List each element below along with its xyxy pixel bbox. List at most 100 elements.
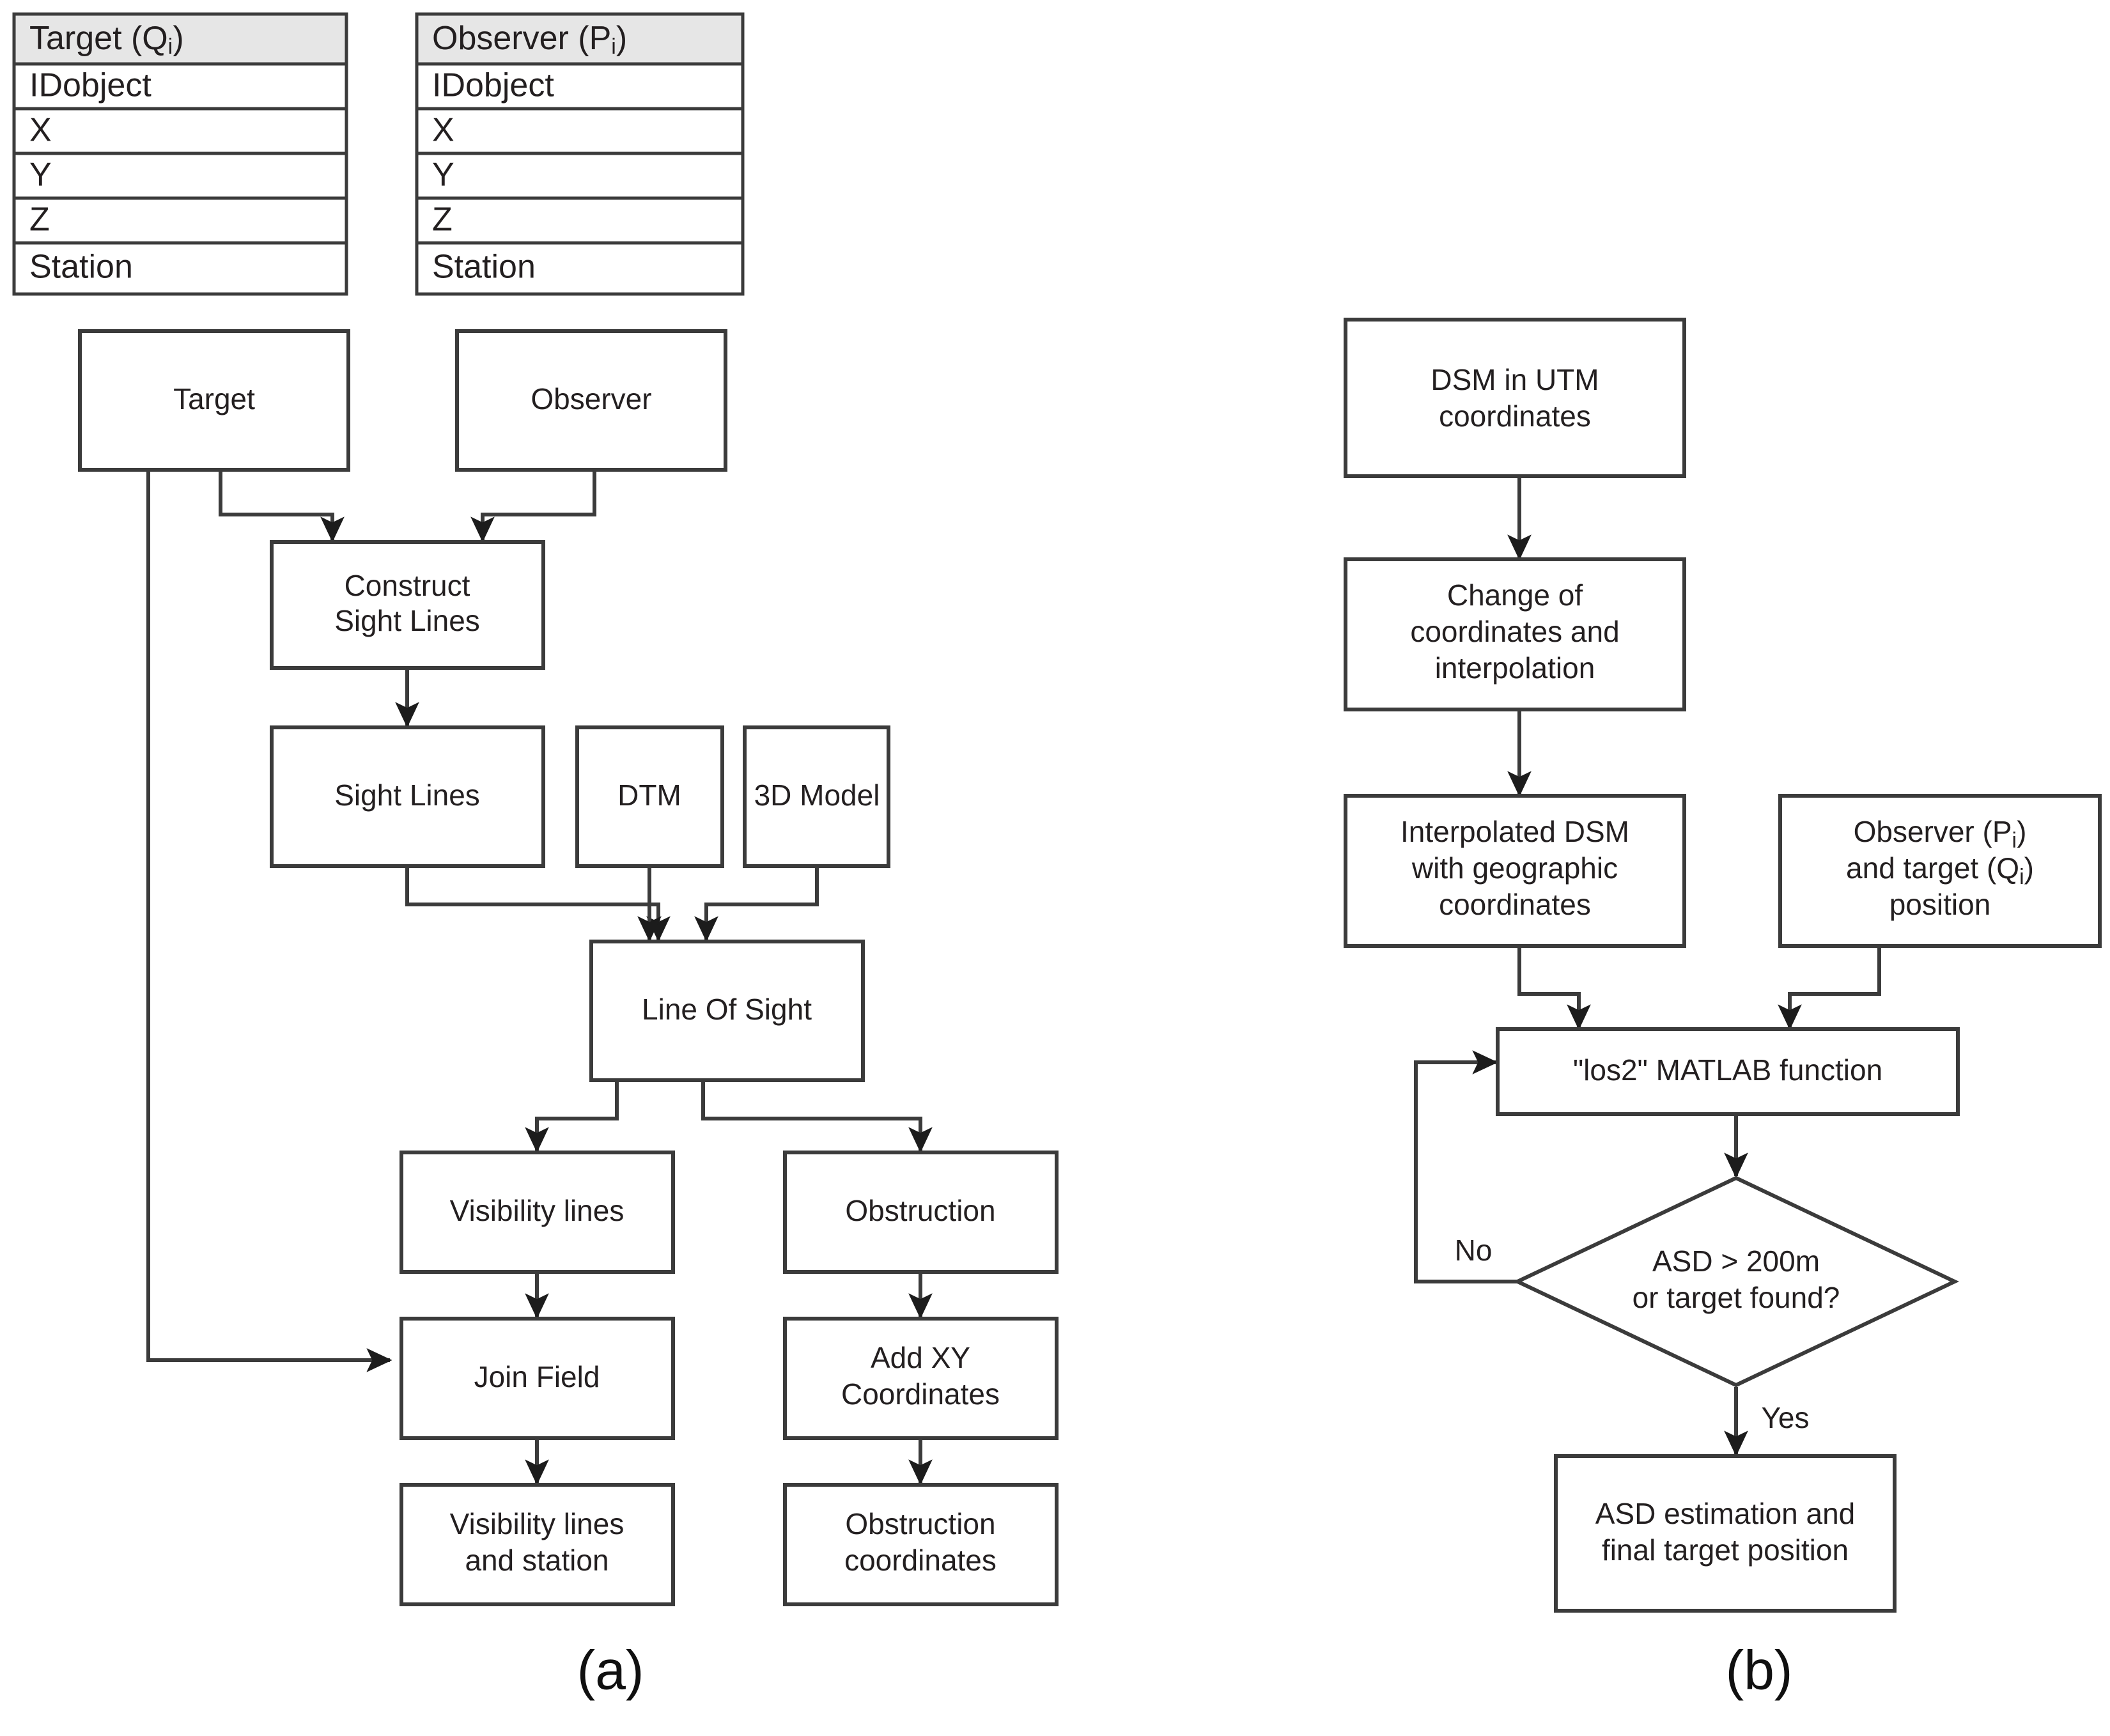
- node-add-xy-coordinates[interactable]: Add XY Coordinates: [783, 1317, 1059, 1440]
- panel-a-caption: (a): [577, 1640, 644, 1701]
- asd-estimation-box[interactable]: [1554, 1454, 1897, 1613]
- change-label-line2: coordinates and: [1410, 615, 1619, 648]
- node-visibility-lines-and-station[interactable]: Visibility lines and station: [400, 1483, 675, 1606]
- node-los2-matlab-function[interactable]: "los2" MATLAB function: [1496, 1027, 1960, 1116]
- observer-table-header-cell: [415, 12, 745, 66]
- node-target[interactable]: Target: [78, 329, 350, 472]
- 3d-model-box[interactable]: [743, 725, 890, 868]
- observer-table-row-label: Z: [432, 201, 453, 238]
- node-dsm-in-utm[interactable]: DSM in UTM coordinates: [1344, 318, 1686, 478]
- visibility-station-label-line1: Visibility lines: [450, 1507, 624, 1540]
- panel-b-caption: (b): [1725, 1640, 1792, 1701]
- join-field-box[interactable]: [400, 1317, 675, 1440]
- observer-target-position-box[interactable]: [1778, 794, 2102, 948]
- edge-los-to-obstruction: [701, 1080, 933, 1153]
- dsm-in-utm-label-line2: coordinates: [1439, 399, 1591, 433]
- dsm-in-utm-box[interactable]: [1344, 318, 1686, 478]
- observer-table-row-label: X: [432, 112, 454, 149]
- edge-label-yes: Yes: [1761, 1401, 1809, 1434]
- asd-decision-diamond[interactable]: [1512, 1175, 1960, 1388]
- los2-matlab-function-box[interactable]: [1496, 1027, 1960, 1116]
- observer-box-label: Observer: [531, 382, 651, 415]
- asd-decision-label-line1: ASD > 200m: [1652, 1244, 1820, 1278]
- obstruction-coords-label-line2: coordinates: [844, 1544, 997, 1577]
- target-entity-table: Target (Qi) IDobject X Y Z Station: [12, 12, 348, 296]
- target-table-row-label: Station: [29, 249, 133, 286]
- interpolated-dsm-box[interactable]: [1344, 794, 1686, 948]
- observer-table-row: [415, 107, 745, 155]
- edge-target-to-construct: [219, 470, 345, 543]
- add-xy-label-line1: Add XY: [871, 1341, 970, 1374]
- obstruction-box[interactable]: [783, 1151, 1059, 1274]
- visibility-lines-box[interactable]: [400, 1151, 675, 1274]
- line-of-sight-box[interactable]: [589, 940, 865, 1082]
- interpolated-label-line1: Interpolated DSM: [1400, 815, 1629, 848]
- target-table-row: [12, 196, 348, 245]
- edge-observer-to-construct: [470, 470, 596, 543]
- node-dtm[interactable]: DTM: [575, 725, 724, 868]
- construct-sight-lines-box[interactable]: [270, 540, 545, 670]
- change-label-line3: interpolation: [1435, 651, 1595, 685]
- node-asd-decision[interactable]: ASD > 200m or target found?: [1512, 1175, 1960, 1388]
- observer-table-row: [415, 151, 745, 200]
- target-box[interactable]: [78, 329, 350, 472]
- observer-table-row-label: Y: [432, 157, 454, 194]
- sight-lines-label: Sight Lines: [334, 779, 480, 812]
- target-table-row: [12, 107, 348, 155]
- target-table-row: [12, 151, 348, 200]
- node-line-of-sight[interactable]: Line Of Sight: [589, 940, 865, 1082]
- node-interpolated-dsm[interactable]: Interpolated DSM with geographic coordin…: [1344, 794, 1686, 948]
- target-table-header-text: Target (Qi): [29, 20, 184, 59]
- asd-decision-label-line2: or target found?: [1633, 1281, 1840, 1314]
- obstruction-label: Obstruction: [845, 1194, 995, 1227]
- target-table-row-label: X: [29, 112, 52, 149]
- dsm-in-utm-label-line1: DSM in UTM: [1431, 363, 1599, 396]
- node-sight-lines[interactable]: Sight Lines: [270, 725, 545, 868]
- observer-table-row: [415, 196, 745, 245]
- node-change-of-coordinates[interactable]: Change of coordinates and interpolation: [1344, 557, 1686, 711]
- visibility-lines-and-station-box[interactable]: [400, 1483, 675, 1606]
- target-box-label: Target: [173, 382, 255, 415]
- asd-estimation-label-line2: final target position: [1602, 1533, 1849, 1567]
- obstruction-coords-label-line1: Obstruction: [845, 1507, 995, 1540]
- edge-sight-lines-to-los: [405, 866, 671, 942]
- add-xy-coordinates-box[interactable]: [783, 1317, 1059, 1440]
- visibility-station-label-line2: and station: [465, 1544, 609, 1577]
- 3d-model-label: 3D Model: [754, 779, 880, 812]
- observer-table-header-text: Observer (Pi): [432, 20, 627, 59]
- sight-lines-box[interactable]: [270, 725, 545, 868]
- change-label-line1: Change of: [1447, 578, 1583, 612]
- change-of-coordinates-box[interactable]: [1344, 557, 1686, 711]
- node-construct-sight-lines[interactable]: Construct Sight Lines: [270, 540, 545, 670]
- dtm-box[interactable]: [575, 725, 724, 868]
- visibility-lines-label: Visibility lines: [450, 1194, 624, 1227]
- node-observer-target-position[interactable]: Observer (Pi) and target (Qi) position: [1778, 794, 2102, 948]
- observer-entity-table: Observer (Pi) IDobject X Y Z Station: [415, 12, 745, 296]
- node-obstruction-coordinates[interactable]: Obstruction coordinates: [783, 1483, 1059, 1606]
- node-3d-model[interactable]: 3D Model: [743, 725, 890, 868]
- target-table-row: [12, 241, 348, 296]
- line-of-sight-label: Line Of Sight: [642, 993, 812, 1026]
- interpolated-label-line2: with geographic: [1411, 851, 1618, 885]
- edge-los-to-visibility-lines: [525, 1080, 619, 1153]
- edge-observer-target-to-los2: [1778, 945, 1881, 1030]
- node-observer[interactable]: Observer: [455, 329, 727, 472]
- construct-sight-lines-label-line2: Sight Lines: [334, 604, 480, 637]
- node-asd-estimation[interactable]: ASD estimation and final target position: [1554, 1454, 1897, 1613]
- obstruction-coordinates-box[interactable]: [783, 1483, 1059, 1606]
- dtm-label: DTM: [617, 779, 681, 812]
- node-visibility-lines[interactable]: Visibility lines: [400, 1151, 675, 1274]
- observer-table-row: [415, 241, 745, 296]
- join-field-label: Join Field: [474, 1360, 600, 1393]
- target-table-row-label: IDobject: [29, 67, 151, 104]
- observer-box[interactable]: [455, 329, 727, 472]
- edge-3dmodel-to-los: [694, 866, 819, 942]
- node-join-field[interactable]: Join Field: [400, 1317, 675, 1440]
- node-obstruction[interactable]: Obstruction: [783, 1151, 1059, 1274]
- los2-matlab-function-label: "los2" MATLAB function: [1573, 1053, 1882, 1087]
- observer-target-label-line2: and target (Qi): [1846, 851, 2034, 889]
- target-table-row-label: Y: [29, 157, 52, 194]
- observer-target-label-line1: Observer (Pi): [1854, 815, 2027, 853]
- construct-sight-lines-label-line1: Construct: [345, 569, 470, 602]
